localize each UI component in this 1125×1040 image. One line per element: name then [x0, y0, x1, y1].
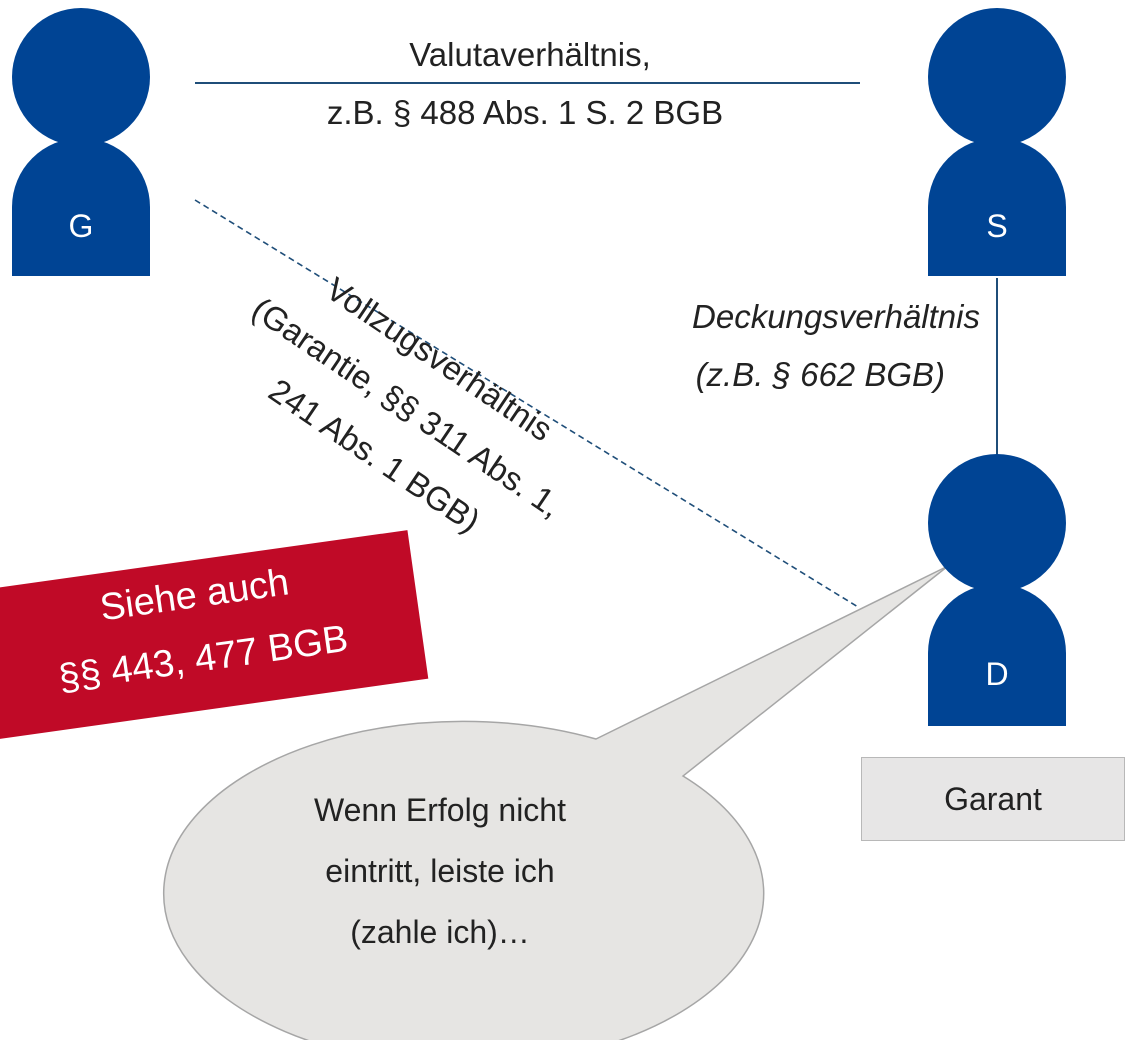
speech-bubble-shape: [163, 565, 949, 1040]
role-box-label: Garant: [944, 780, 1042, 817]
role-box-garant: Garant: [861, 757, 1125, 841]
speech-bubble-line3: (zahle ich)…: [350, 914, 530, 950]
person-g-body: G: [12, 138, 150, 276]
person-s-body: S: [928, 138, 1066, 276]
valuta-label-line2: z.B. § 488 Abs. 1 S. 2 BGB: [326, 94, 724, 131]
valuta-label-line1: Valutaverhältnis,: [409, 36, 651, 73]
person-d-head: [928, 454, 1066, 592]
person-g-label: G: [68, 207, 94, 244]
deckung-label-line2: (z.B. § 662 BGB): [695, 356, 945, 393]
person-d-label: D: [985, 655, 1009, 692]
deckung-label-line1: Deckungsverhältnis: [692, 298, 980, 335]
speech-bubble-line2: eintritt, leiste ich: [325, 853, 555, 889]
person-s-label: S: [986, 207, 1008, 244]
person-d-body: D: [928, 584, 1066, 726]
person-s-head: [928, 8, 1066, 146]
person-g-head: [12, 8, 150, 146]
speech-bubble-line1: Wenn Erfolg nicht: [314, 792, 566, 828]
